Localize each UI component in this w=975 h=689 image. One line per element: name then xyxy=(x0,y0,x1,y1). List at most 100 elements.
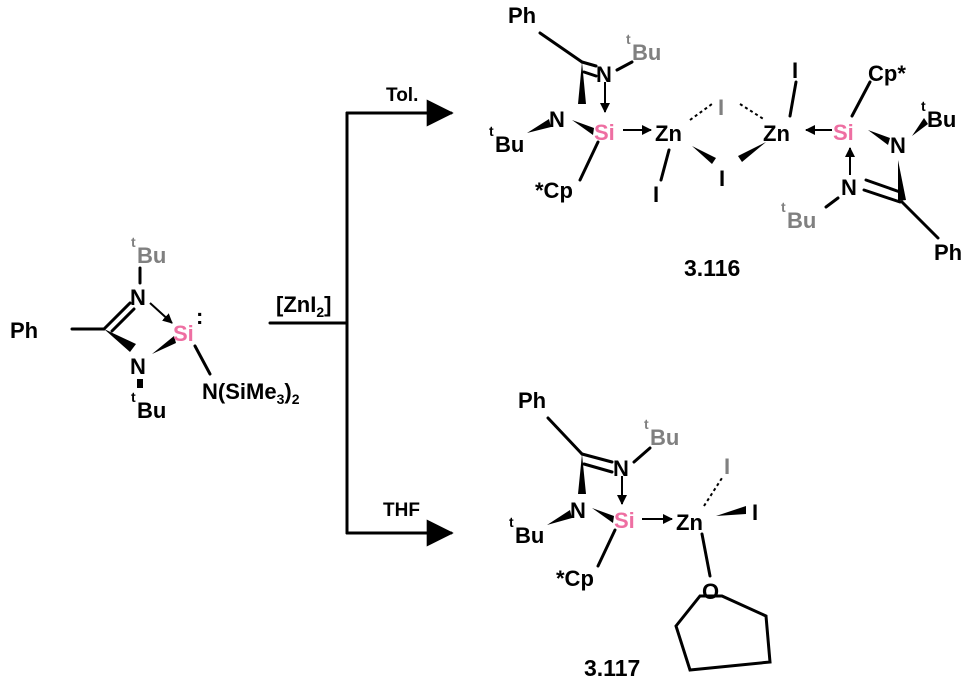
p117-bond-c-n-top-double xyxy=(582,462,614,474)
p116-tbu-top: Bu xyxy=(632,40,661,65)
p116-tbu-left: Bu xyxy=(495,132,524,157)
reactant-si-label: Si xyxy=(173,321,194,346)
p116-bond-ph-c xyxy=(538,31,584,64)
p117-i-top: I xyxy=(724,454,730,479)
p116-bond-zn-i-right xyxy=(788,80,798,118)
p117-zn: Zn xyxy=(676,510,703,535)
p116-tbu-top-sup: t xyxy=(626,31,631,47)
p116-cp-right: Cp* xyxy=(868,61,906,86)
p116-wedge-i-zn-bottom xyxy=(738,142,766,162)
bond-si-n-amide xyxy=(193,344,212,376)
p117-wedge-c-n-left xyxy=(578,454,586,494)
p117-wedge-n-tbu xyxy=(547,510,572,525)
p116-wedge-n-si xyxy=(572,120,594,135)
p116-n-bottom: N xyxy=(841,175,857,200)
reaction-arrows xyxy=(268,99,454,547)
p116-hash-zn-i-top xyxy=(689,103,713,121)
reactant-tbu-top-sup: t xyxy=(131,234,136,250)
reactant-ph-label: Ph xyxy=(10,318,38,343)
p116-si-left: Si xyxy=(594,120,615,145)
p117-tbu-top: Bu xyxy=(650,425,679,450)
p116-tbu-right-sup: t xyxy=(921,98,926,114)
p116-wedge-n-tbu-right xyxy=(912,118,928,136)
reactant-n-bottom-label: N xyxy=(130,354,146,379)
p116-tbu-bottom: Bu xyxy=(787,208,816,233)
p116-i-bridge-bottom: I xyxy=(719,166,725,191)
reactant-silylene: Ph N t Bu N t Bu Si : N(SiMe3)2 xyxy=(10,234,300,423)
p116-n-left: N xyxy=(549,107,565,132)
p116-bond-si-cp-right xyxy=(850,80,872,118)
p117-n-top: N xyxy=(613,456,629,481)
p116-cp-left: *Cp xyxy=(535,178,573,203)
reactant-tbu-bottom-sup: t xyxy=(131,389,136,405)
p117-thf-ring xyxy=(674,594,772,672)
p116-bond-zn-i-left xyxy=(659,148,671,182)
p116-ph-right: Ph xyxy=(934,240,962,265)
reactant-n-top-label: N xyxy=(130,285,146,310)
p116-n-top: N xyxy=(596,62,612,87)
p117-wedge-zn-i-right xyxy=(716,506,746,516)
p117-bond-ph-c xyxy=(546,416,584,456)
reactant-tbu-bottom-label: Bu xyxy=(137,398,166,423)
p116-tbu-bottom-sup: t xyxy=(781,199,786,215)
p117-o: O xyxy=(702,579,719,604)
p116-bond-c-n-top-double xyxy=(582,70,598,78)
p116-wedge-c-n-left xyxy=(578,62,586,104)
p116-hash-i-zn-top xyxy=(739,103,766,121)
p117-si: Si xyxy=(614,508,635,533)
bond-c-n-top xyxy=(102,301,132,331)
p117-compound-label: 3.117 xyxy=(584,655,640,681)
p116-zn-right: Zn xyxy=(763,121,790,146)
p116-wedge-n-c-right xyxy=(898,160,906,201)
condition-top: Tol. xyxy=(386,85,418,106)
p117-bond-zn-o xyxy=(700,532,712,578)
dative-n-si xyxy=(149,302,173,324)
bond-c-n-top-double xyxy=(110,307,136,333)
p116-ph-left: Ph xyxy=(508,3,536,28)
p116-compound-label: 3.116 xyxy=(684,255,740,281)
product-3117: Ph N t Bu N t Bu Si *Cp Zn I I O 3.117 xyxy=(509,388,772,681)
p117-bond-si-cp xyxy=(596,528,617,568)
p116-wedge-zn-i-bottom xyxy=(692,146,716,164)
reactant-bonds xyxy=(70,266,212,388)
p116-bond-n-c-right-double xyxy=(864,178,902,194)
p116-zn-left: Zn xyxy=(655,121,682,146)
p117-cp: *Cp xyxy=(556,566,594,591)
p116-wedge-n-tbu xyxy=(527,119,551,133)
hash-n-tbu-bottom xyxy=(137,379,143,388)
p117-bond-n-tbu-top xyxy=(632,446,652,464)
p117-ph: Ph xyxy=(518,388,546,413)
p116-i-term-right: I xyxy=(792,58,798,83)
p116-bond-si-cp xyxy=(578,140,600,182)
p117-hash-zn-i-top xyxy=(703,477,723,507)
p116-tbu-left-sup: t xyxy=(489,123,494,139)
p116-bond-n-tbu-bottom xyxy=(824,196,840,209)
wedge-n-si xyxy=(152,336,176,354)
p116-bond-n-c-right xyxy=(862,188,902,204)
product-3116: Ph N t Bu N t Bu Si *Cp Zn Zn I I I I Cp… xyxy=(489,3,962,281)
p116-n-right: N xyxy=(890,133,906,158)
p116-si-right: Si xyxy=(833,120,854,145)
p117-bonds xyxy=(546,416,772,672)
p116-i-term-left: I xyxy=(653,182,659,207)
p117-i-right: I xyxy=(752,500,758,525)
reactant-lone-pair: : xyxy=(196,304,203,329)
p117-n-left: N xyxy=(570,498,586,523)
p116-wedge-si-n-right xyxy=(868,130,890,145)
wedge-c-n-bottom xyxy=(104,329,136,352)
p116-i-bridge-top: I xyxy=(718,95,724,120)
p117-bond-c-n-top xyxy=(580,452,614,464)
p117-tbu-top-sup: t xyxy=(644,416,649,432)
condition-bottom: THF xyxy=(383,500,420,521)
reagent-label: [ZnI2] xyxy=(276,292,331,320)
p116-bond-c-n-top xyxy=(580,60,598,68)
p116-tbu-right: Bu xyxy=(927,107,956,132)
p116-bonds xyxy=(527,31,940,240)
reactant-amide-label: N(SiMe3)2 xyxy=(202,379,300,407)
p117-wedge-n-si xyxy=(592,508,614,523)
p117-tbu-left-sup: t xyxy=(509,514,514,530)
p116-bond-c-ph-right xyxy=(900,200,940,240)
p117-tbu-left: Bu xyxy=(515,523,544,548)
